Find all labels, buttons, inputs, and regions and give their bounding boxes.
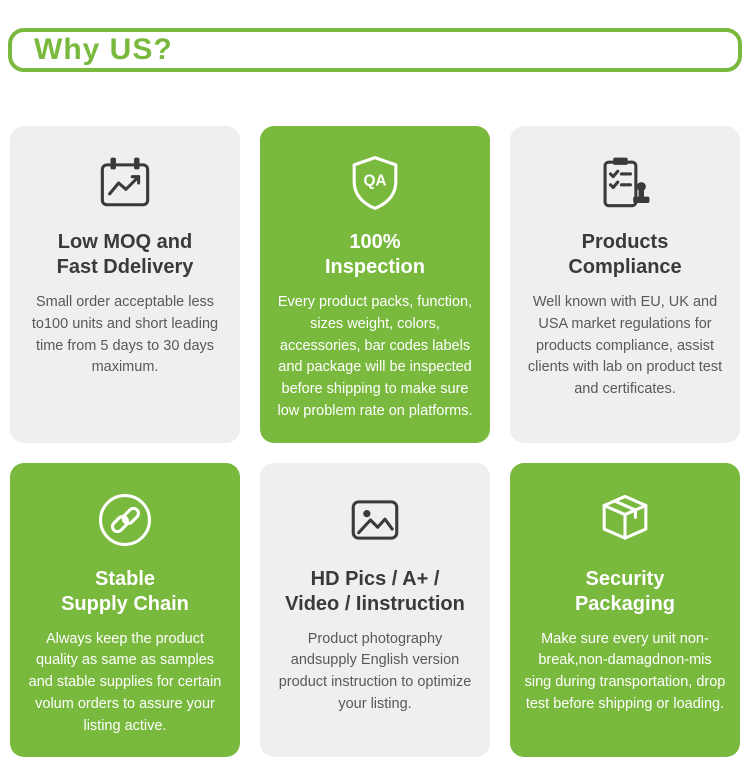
card-title: HD Pics / A+ / Video / Iinstruction xyxy=(274,567,476,617)
card-title: 100% Inspection xyxy=(274,230,476,280)
card-inspection: QA 100% Inspection Every product packs, … xyxy=(260,126,490,443)
svg-text:QA: QA xyxy=(363,173,386,190)
qa-shield-icon: QA xyxy=(274,152,476,214)
card-body: Make sure every unit non-break,non-damag… xyxy=(524,629,726,716)
card-title: Products Compliance xyxy=(524,230,726,280)
card-body: Well known with EU, UK and USA market re… xyxy=(524,292,726,401)
card-title: Stable Supply Chain xyxy=(24,567,226,617)
section-header: Why US? xyxy=(8,28,742,72)
feature-cards-grid: Low MOQ and Fast Ddelivery Small order a… xyxy=(10,126,740,757)
card-title: Low MOQ and Fast Ddelivery xyxy=(24,230,226,280)
card-body: Always keep the product quality as same … xyxy=(24,629,226,738)
card-compliance: Products Compliance Well known with EU, … xyxy=(510,126,740,443)
why-us-section: Why US? Low MOQ and Fast Ddelivery Small… xyxy=(0,0,750,731)
card-hd-pics: HD Pics / A+ / Video / Iinstruction Prod… xyxy=(260,463,490,757)
card-body: Product photography andsupply English ve… xyxy=(274,629,476,716)
card-body: Small order acceptable less to100 units … xyxy=(24,292,226,379)
page-title: Why US? xyxy=(34,33,173,67)
package-box-icon xyxy=(524,489,726,551)
card-supply-chain: Stable Supply Chain Always keep the prod… xyxy=(10,463,240,757)
calendar-chart-icon xyxy=(24,152,226,214)
clipboard-stamp-icon xyxy=(524,152,726,214)
card-title: Security Packaging xyxy=(524,567,726,617)
photo-icon xyxy=(274,489,476,551)
card-body: Every product packs, function, sizes wei… xyxy=(274,292,476,423)
chain-links-icon xyxy=(24,489,226,551)
card-low-moq: Low MOQ and Fast Ddelivery Small order a… xyxy=(10,126,240,443)
card-packaging: Security Packaging Make sure every unit … xyxy=(510,463,740,757)
